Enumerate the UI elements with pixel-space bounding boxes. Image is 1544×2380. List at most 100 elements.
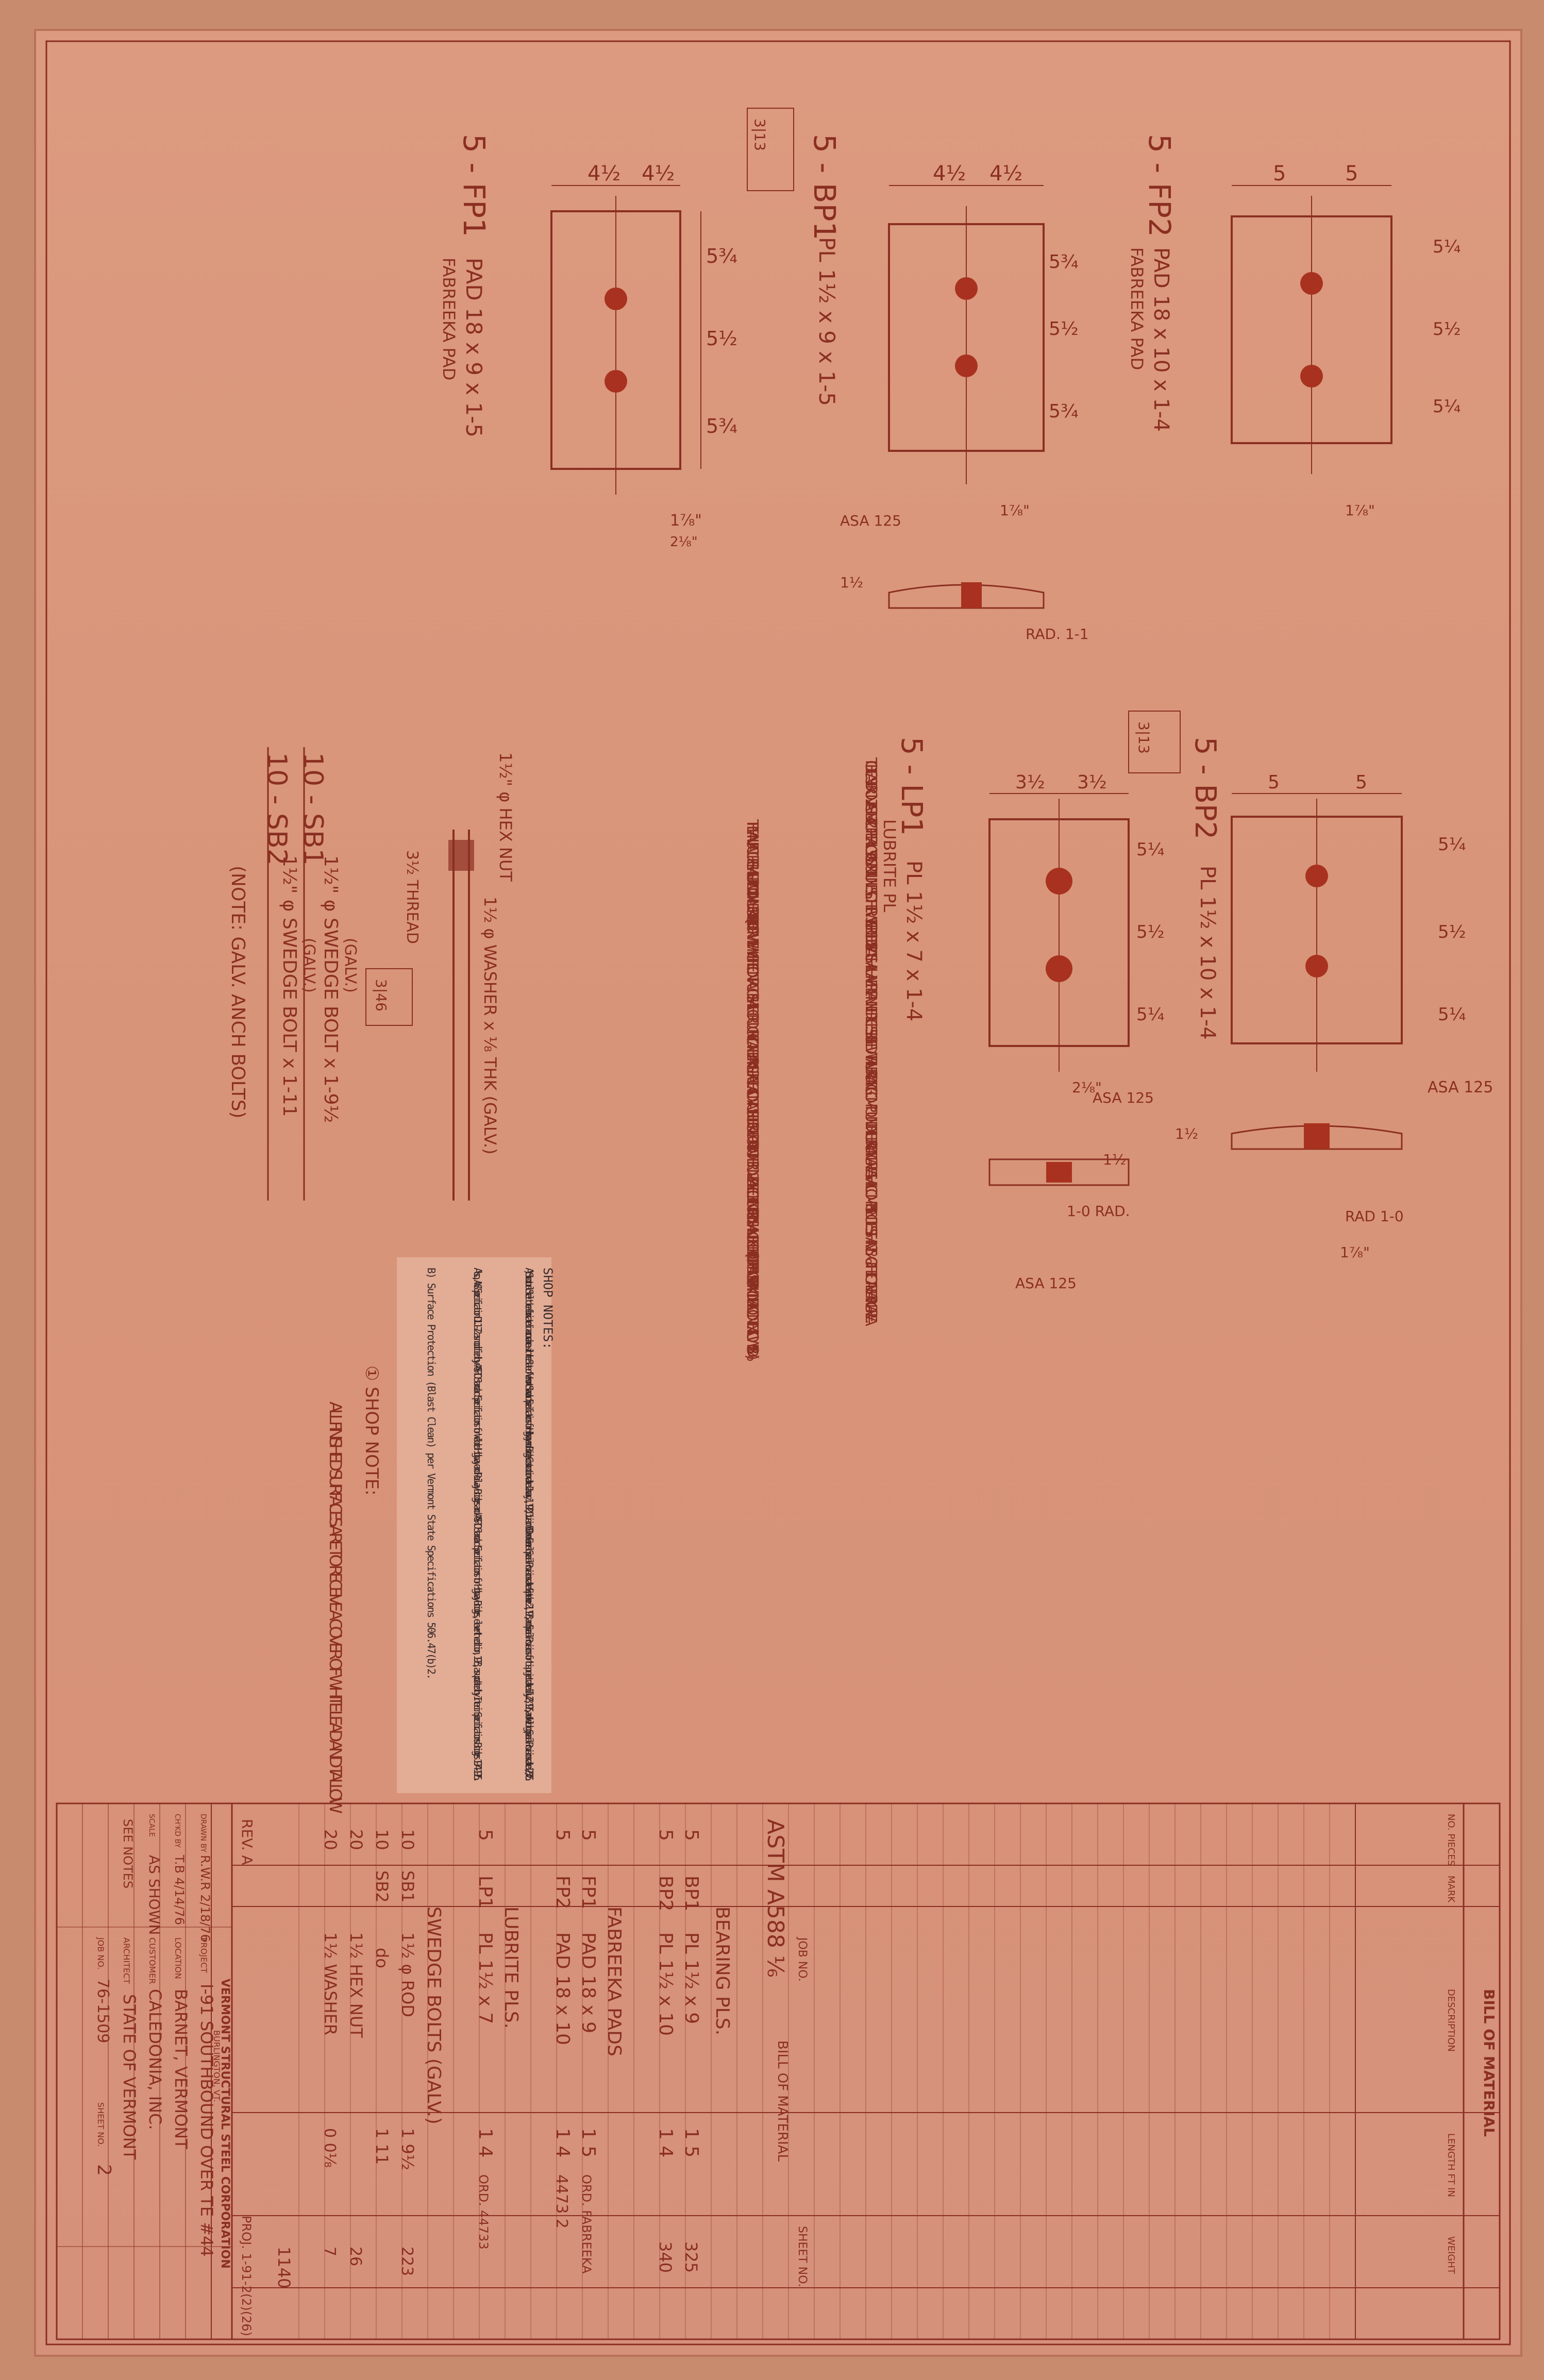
- svg-text:do: do: [372, 1948, 392, 1968]
- lp1-dim-h: ASA 125: [1093, 1089, 1154, 1106]
- bp1-dim-a: 4½: [933, 162, 966, 185]
- svg-text:BP2: BP2: [655, 1876, 676, 1911]
- lp1-section: [988, 1158, 1130, 1186]
- bp1-dim-d: 5½: [1049, 318, 1079, 340]
- scale-value: AS SHOWN: [146, 1855, 163, 1935]
- drawn-by-label: DRAWN BY: [199, 1814, 207, 1852]
- sb2-mark: 10 - SB2: [261, 752, 292, 866]
- lp1-hole-2: [1046, 955, 1072, 982]
- bp1-mark: 5 - BP1: [807, 134, 842, 240]
- shop-note-text: ALL FINISHED SURFACES ARE TO RECEIVE A C…: [326, 1402, 345, 1814]
- job-no-value: 76-1509: [94, 1979, 112, 2043]
- fp1-hole-2: [605, 370, 627, 393]
- bp1-dim-c: 5¾: [1049, 251, 1079, 273]
- lp1-dim-e: 5¼: [1136, 1004, 1165, 1025]
- svg-text:20: 20: [321, 1829, 340, 1850]
- bom-spec: ASTM A588 ⅙: [762, 1819, 788, 1978]
- customer-label: CUSTOMER: [147, 1937, 157, 1984]
- lp1-dim-j: ASA 125: [1015, 1275, 1077, 1292]
- drawn-by-value: R.W.R 2/18/76: [198, 1855, 212, 1942]
- lp1-drawing: 3½ 3½ 5¼ 5½ 5¼ 2⅛" 1½ ASA 125 1-0 RAD. A…: [880, 737, 1165, 1292]
- svg-text:ORD. FABREEKA: ORD. FABREEKA: [579, 2174, 594, 2274]
- svg-text:5: 5: [681, 1829, 702, 1841]
- bp2-dim-c: 5¼: [1438, 834, 1466, 855]
- location-label: LOCATION: [173, 1937, 183, 1979]
- shop-notes-block: [397, 1257, 551, 1793]
- bill-of-material: BILL OF MATERIAL NO. PIECES MARK DESCRIP…: [231, 1802, 1501, 2340]
- fp1-dim-e: 5¾: [706, 415, 737, 437]
- svg-text:SB1: SB1: [398, 1870, 417, 1903]
- swedge-bolt-drawing: 10 - SB1 10 - SB2 1½" φ SWEDGE BOLT x 1-…: [227, 747, 515, 1201]
- location-value: BARNET, VERMONT: [171, 1989, 191, 2149]
- bp2-drawing: 5 5 5¼ 5½ 5¼ 1½ ASA 125 RAD 1-0 1⅞" 3|13…: [1128, 711, 1493, 1261]
- fp2-dim-d: 5½: [1433, 319, 1461, 340]
- title-block: VERMONT STRUCTURAL STEEL CORPORATION BUR…: [56, 1802, 256, 2340]
- job-no-label: JOB NO.: [96, 1937, 106, 1969]
- ref-box-1: [747, 108, 794, 191]
- lp1-dim-f: 2⅛": [1072, 1079, 1102, 1096]
- drawing-canvas: 4½ 4½ 5¾ 5½ 5¾ 1⅞" 2⅛" 5 - FP1 PAD 18 x …: [45, 40, 1511, 2345]
- bom-section-lubrite: LUBRITE PLS.: [500, 1906, 522, 2029]
- scale-label: SCALE: [147, 1814, 156, 1837]
- bp1-hole-2: [955, 355, 978, 377]
- project-value: I-91 SOUTHBOUND OVER TE #44: [197, 1984, 216, 2257]
- bp1-dim-f: 1⅞": [1000, 502, 1030, 519]
- bom-row-fp2: 5 FP2 PAD 18 x 10 1 4 4473 2: [552, 1829, 573, 2229]
- svg-text:1½ WASHER: 1½ WASHER: [321, 1932, 340, 2035]
- bom-row-lp1: 5 LP1 PL 1½ x 7 1 4 ORD. 44733: [475, 1829, 496, 2250]
- svg-text:325: 325: [681, 2241, 701, 2273]
- sb1-mark: 10 - SB1: [297, 752, 328, 866]
- fp2-subtitle: FABREEKA PAD: [1127, 247, 1147, 370]
- bom-row-nut: 20 1½ HEX NUT 26: [346, 1829, 366, 2266]
- sb2-description: 1½" φ SWEDGE BOLT x 1-11: [279, 855, 300, 1117]
- svg-text:0 0⅛: 0 0⅛: [321, 2128, 339, 2168]
- bp2-dim-f: 1½: [1175, 1125, 1198, 1142]
- lp1-dim-d: 5½: [1136, 922, 1165, 942]
- lp1-mark: 5 - LP1: [895, 737, 928, 836]
- fp1-dim-f: 1⅞": [670, 512, 702, 530]
- ref-box-2-text: 3|13: [1135, 721, 1152, 754]
- lp1-subtitle: LUBRITE PL: [880, 819, 899, 913]
- svg-text:5: 5: [552, 1829, 573, 1841]
- galv-note: (NOTE: GALV. ANCH BOLTS): [227, 866, 248, 1119]
- ref-box-3: [365, 968, 413, 1026]
- bom-header-length: LENGTH FT IN: [1446, 2133, 1456, 2197]
- bom-sheet-no-label: SHEET NO.: [796, 2226, 809, 2287]
- see-notes: SEE NOTES: [121, 1819, 135, 1888]
- bom-header-mark: MARK: [1446, 1876, 1456, 1903]
- bp2-dim-h: RAD 1-0: [1345, 1208, 1404, 1225]
- bp2-description: PL 1½ x 10 x 1-4: [1196, 866, 1219, 1040]
- shop-note-a: A) Structural Steel to be fabricated in …: [523, 1268, 535, 1783]
- fp1-hole-1: [605, 288, 627, 310]
- hex-nut-label: 1½" φ HEX NUT: [496, 752, 515, 882]
- svg-text:1 4: 1 4: [655, 2128, 676, 2157]
- fp1-description: PAD 18 x 9 x 1-5: [461, 258, 486, 437]
- fp1-subtitle: FABREEKA PAD: [439, 258, 459, 380]
- bp2-dim-i: 1⅞": [1340, 1244, 1370, 1261]
- checked-by-label: CH'KD BY: [173, 1814, 181, 1848]
- sheet-no-value: 2: [93, 2164, 114, 2176]
- bp1-description: PL 1½ x 9 x 1-5: [814, 237, 840, 406]
- shop-note-b: Also, AWS Specification D1.1-72 as modif…: [472, 1268, 484, 1783]
- bom-row-bp2: 5 BP2 PL 1½ x 10 1 4 340: [655, 1829, 676, 2273]
- svg-text:ORD. 44733: ORD. 44733: [476, 2174, 491, 2250]
- manufacturer-note: THE MANUFACTURER SHALL SUPPLY ADDITIONAL…: [743, 819, 761, 1362]
- svg-text:7: 7: [321, 2247, 339, 2256]
- svg-text:FP2: FP2: [552, 1876, 573, 1909]
- cast-bronze-note: TO BE CAST BRONZE - ASTM - B22 - COPPER …: [862, 757, 880, 1327]
- bp2-dim-a: 5: [1268, 772, 1280, 793]
- shop-note-title: ① SHOP NOTE:: [361, 1365, 382, 1495]
- svg-text:5: 5: [475, 1829, 496, 1841]
- bom-row-bp1: 5 BP1 PL 1½ x 9 1 5 325: [681, 1829, 702, 2273]
- svg-text:1 11: 1 11: [372, 2128, 392, 2165]
- sb1-galv: (GALV.): [341, 938, 359, 993]
- svg-text:PAD 18 x 9: PAD 18 x 9: [578, 1932, 599, 2033]
- fp2-mark: 5 - FP2: [1142, 134, 1177, 237]
- svg-text:26: 26: [346, 2247, 364, 2266]
- bom-row-sb1: 10 SB1 1½ φ ROD 1 9½ 223: [398, 1829, 417, 2276]
- bp1-dim-h: ASA 125: [840, 512, 901, 529]
- bom-title: BILL OF MATERIAL: [1481, 1989, 1498, 2137]
- customer-value: CALEDONIA, INC.: [145, 1989, 165, 2130]
- shop-notes-title: SHOP NOTES:: [541, 1268, 555, 1349]
- shop-note-c: B) Surface Protection (Blast Clean) per …: [425, 1268, 438, 1680]
